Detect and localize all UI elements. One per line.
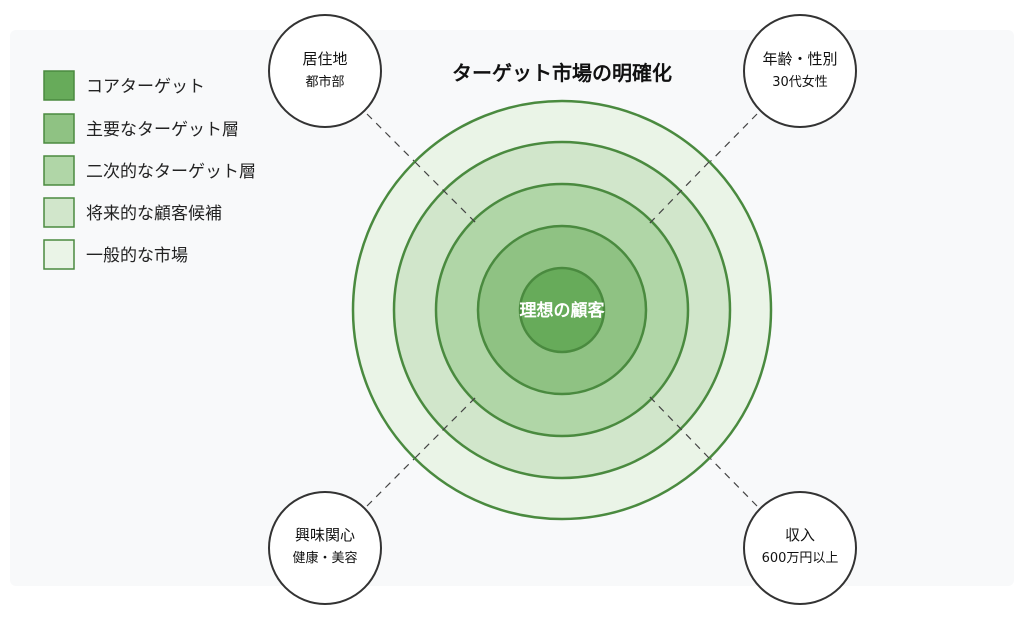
callout-bottom-left: 興味関心 健康・美容 [268, 491, 382, 605]
callout-bottom-right: 収入 600万円以上 [743, 491, 857, 605]
legend-item-general: 一般的な市場 [43, 239, 188, 270]
legend-swatch-primary [43, 113, 75, 144]
callout-title-bottom-left: 興味関心 [295, 526, 355, 544]
legend-label-core: コアターゲット [86, 77, 205, 97]
connector-overlay-top-left [414, 161, 480, 227]
legend-swatch-future [43, 197, 75, 228]
center-label: 理想の顧客 [520, 300, 606, 321]
callout-sub-top-left: 都市部 [305, 74, 344, 90]
callout-circle-bottom-right [743, 491, 857, 605]
callout-title-top-left: 居住地 [302, 50, 347, 68]
legend-label-general: 一般的な市場 [86, 246, 188, 266]
callout-sub-bottom-left: 健康・美容 [292, 550, 357, 566]
callout-top-right: 年齢・性別 30代女性 [743, 14, 857, 128]
legend-item-primary: 主要なターゲット層 [43, 113, 239, 144]
connector-overlay-top-right [646, 161, 710, 227]
legend-swatch-core [43, 70, 75, 101]
legend: コアターゲット 主要なターゲット層 二次的なターゲット層 将来的な顧客候補 一般… [43, 70, 256, 270]
legend-item-secondary: 二次的なターゲット層 [43, 155, 256, 186]
callout-circle-top-right [743, 14, 857, 128]
legend-label-primary: 主要なターゲット層 [86, 120, 239, 140]
legend-label-secondary: 二次的なターゲット層 [86, 162, 256, 182]
callout-circle-top-left [268, 14, 382, 128]
connector-overlay-bottom-left [414, 393, 480, 459]
legend-swatch-general [43, 239, 75, 270]
callout-sub-top-right: 30代女性 [772, 74, 828, 90]
callout-title-bottom-right: 収入 [785, 526, 815, 544]
diagram-title: ターゲット市場の明確化 [452, 61, 672, 85]
target-rings [351, 99, 773, 521]
callout-title-top-right: 年齢・性別 [762, 50, 837, 68]
connector-overlay-bottom-right [646, 393, 710, 459]
callout-top-left: 居住地 都市部 [268, 14, 382, 128]
legend-label-future: 将来的な顧客候補 [86, 204, 222, 224]
legend-swatch-secondary [43, 155, 75, 186]
callout-circle-bottom-left [268, 491, 382, 605]
callout-sub-bottom-right: 600万円以上 [762, 551, 839, 566]
legend-item-future: 将来的な顧客候補 [43, 197, 222, 228]
legend-item-core: コアターゲット [43, 70, 205, 101]
connector-overlays [414, 161, 710, 459]
ring-core-target [518, 266, 606, 354]
